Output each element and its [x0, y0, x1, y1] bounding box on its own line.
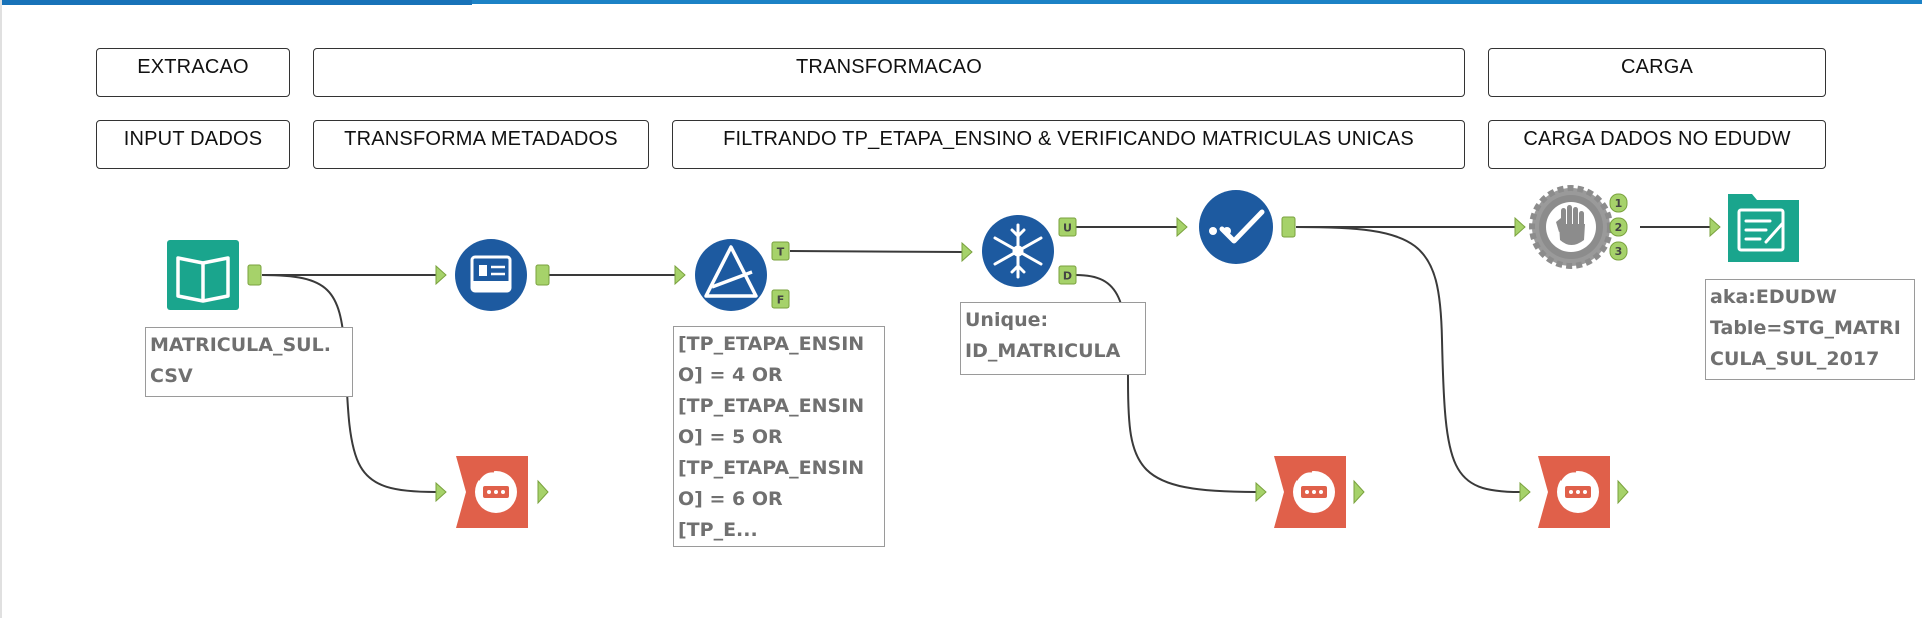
browse-tool-icon: [1293, 469, 1335, 513]
unique-input-anchor[interactable]: [961, 241, 973, 263]
input-data-icon: [176, 256, 230, 303]
checkmark-tool[interactable]: [1176, 190, 1296, 264]
checkmark-output-anchor[interactable]: [1281, 216, 1296, 238]
filter-true-anchor[interactable]: [771, 241, 790, 261]
unique-u-label: U: [1063, 222, 1072, 235]
browse2-output-anchor[interactable]: [1353, 479, 1365, 505]
filter-tool-icon: [704, 245, 758, 298]
select-tool-icon: [470, 255, 512, 293]
select-output-anchor[interactable]: [535, 264, 550, 286]
select-input-anchor[interactable]: [435, 264, 447, 286]
filter-expression-annotation[interactable]: [TP_ETAPA_ENSIN O] = 4 OR [TP_ETAPA_ENSI…: [673, 326, 885, 547]
browse2-input-anchor[interactable]: [1255, 481, 1267, 503]
filter-true-label: T: [777, 246, 785, 259]
browse-tool-2[interactable]: [1255, 456, 1365, 528]
section-transformacao[interactable]: TRANSFORMACAO: [313, 48, 1465, 97]
filter-false-label: F: [777, 294, 785, 307]
unique-field-annotation[interactable]: Unique: ID_MATRICULA: [960, 302, 1146, 375]
unique-tool-icon: [993, 223, 1043, 279]
output-input-anchor[interactable]: [1709, 216, 1721, 238]
block-output-1-label: 1: [1615, 197, 1623, 210]
input-file-annotation[interactable]: MATRICULA_SUL. CSV: [145, 327, 353, 397]
select-tool[interactable]: [435, 239, 550, 311]
browse-tool-3[interactable]: [1519, 456, 1629, 528]
block-output-2-label: 2: [1615, 221, 1623, 234]
wire-unique-browse2[interactable]: [1075, 274, 1257, 493]
browse3-output-anchor[interactable]: [1617, 479, 1629, 505]
block-until-done-tool[interactable]: 1 2 3: [1514, 185, 1628, 269]
section-carga[interactable]: CARGA: [1488, 48, 1826, 97]
browse1-input-anchor[interactable]: [435, 481, 447, 503]
input-data-tool[interactable]: [167, 240, 262, 310]
canvas-left-border: [0, 0, 2, 618]
unique-d-anchor[interactable]: [1058, 265, 1077, 285]
unique-tool[interactable]: U D: [961, 215, 1077, 287]
input-output-anchor[interactable]: [247, 264, 262, 286]
block-output-1-anchor[interactable]: [1609, 193, 1628, 213]
checkmark-input-anchor[interactable]: [1176, 216, 1188, 238]
checkmark-tool-icon: [1209, 209, 1265, 244]
wire-checkmark-browse3[interactable]: [1295, 226, 1521, 493]
browse3-input-anchor[interactable]: [1519, 481, 1531, 503]
browse-tool-icon: [1557, 469, 1599, 513]
filter-tool[interactable]: T F: [674, 239, 790, 311]
block-output-2-anchor[interactable]: [1609, 217, 1628, 237]
block-until-done-icon: [1556, 205, 1585, 245]
output-data-tool[interactable]: [1709, 194, 1799, 262]
unique-u-anchor[interactable]: [1058, 217, 1077, 237]
wire-filter-unique[interactable]: [789, 250, 963, 253]
step-carga-dados[interactable]: CARGA DADOS NO EDUDW: [1488, 120, 1826, 169]
output-data-icon: [1737, 208, 1785, 252]
block-input-anchor[interactable]: [1514, 216, 1526, 238]
output-target-annotation[interactable]: aka:EDUDW Table=STG_MATRI CULA_SUL_2017: [1705, 279, 1915, 380]
section-extracao[interactable]: EXTRACAO: [96, 48, 290, 97]
browse-tool-1[interactable]: [435, 456, 549, 528]
block-output-3-label: 3: [1615, 245, 1623, 258]
step-transforma-metadados[interactable]: TRANSFORMA METADADOS: [313, 120, 649, 169]
active-tab-indicator: [0, 0, 472, 5]
window-top-border: [0, 0, 1922, 4]
filter-false-anchor[interactable]: [771, 289, 790, 309]
unique-d-label: D: [1063, 270, 1072, 283]
filter-input-anchor[interactable]: [674, 264, 686, 286]
block-output-3-anchor[interactable]: [1609, 241, 1628, 261]
step-input-dados[interactable]: INPUT DADOS: [96, 120, 290, 169]
browse-tool-icon: [475, 469, 517, 513]
browse1-output-anchor[interactable]: [537, 479, 549, 505]
step-filtrando[interactable]: FILTRANDO TP_ETAPA_ENSINO & VERIFICANDO …: [672, 120, 1465, 169]
